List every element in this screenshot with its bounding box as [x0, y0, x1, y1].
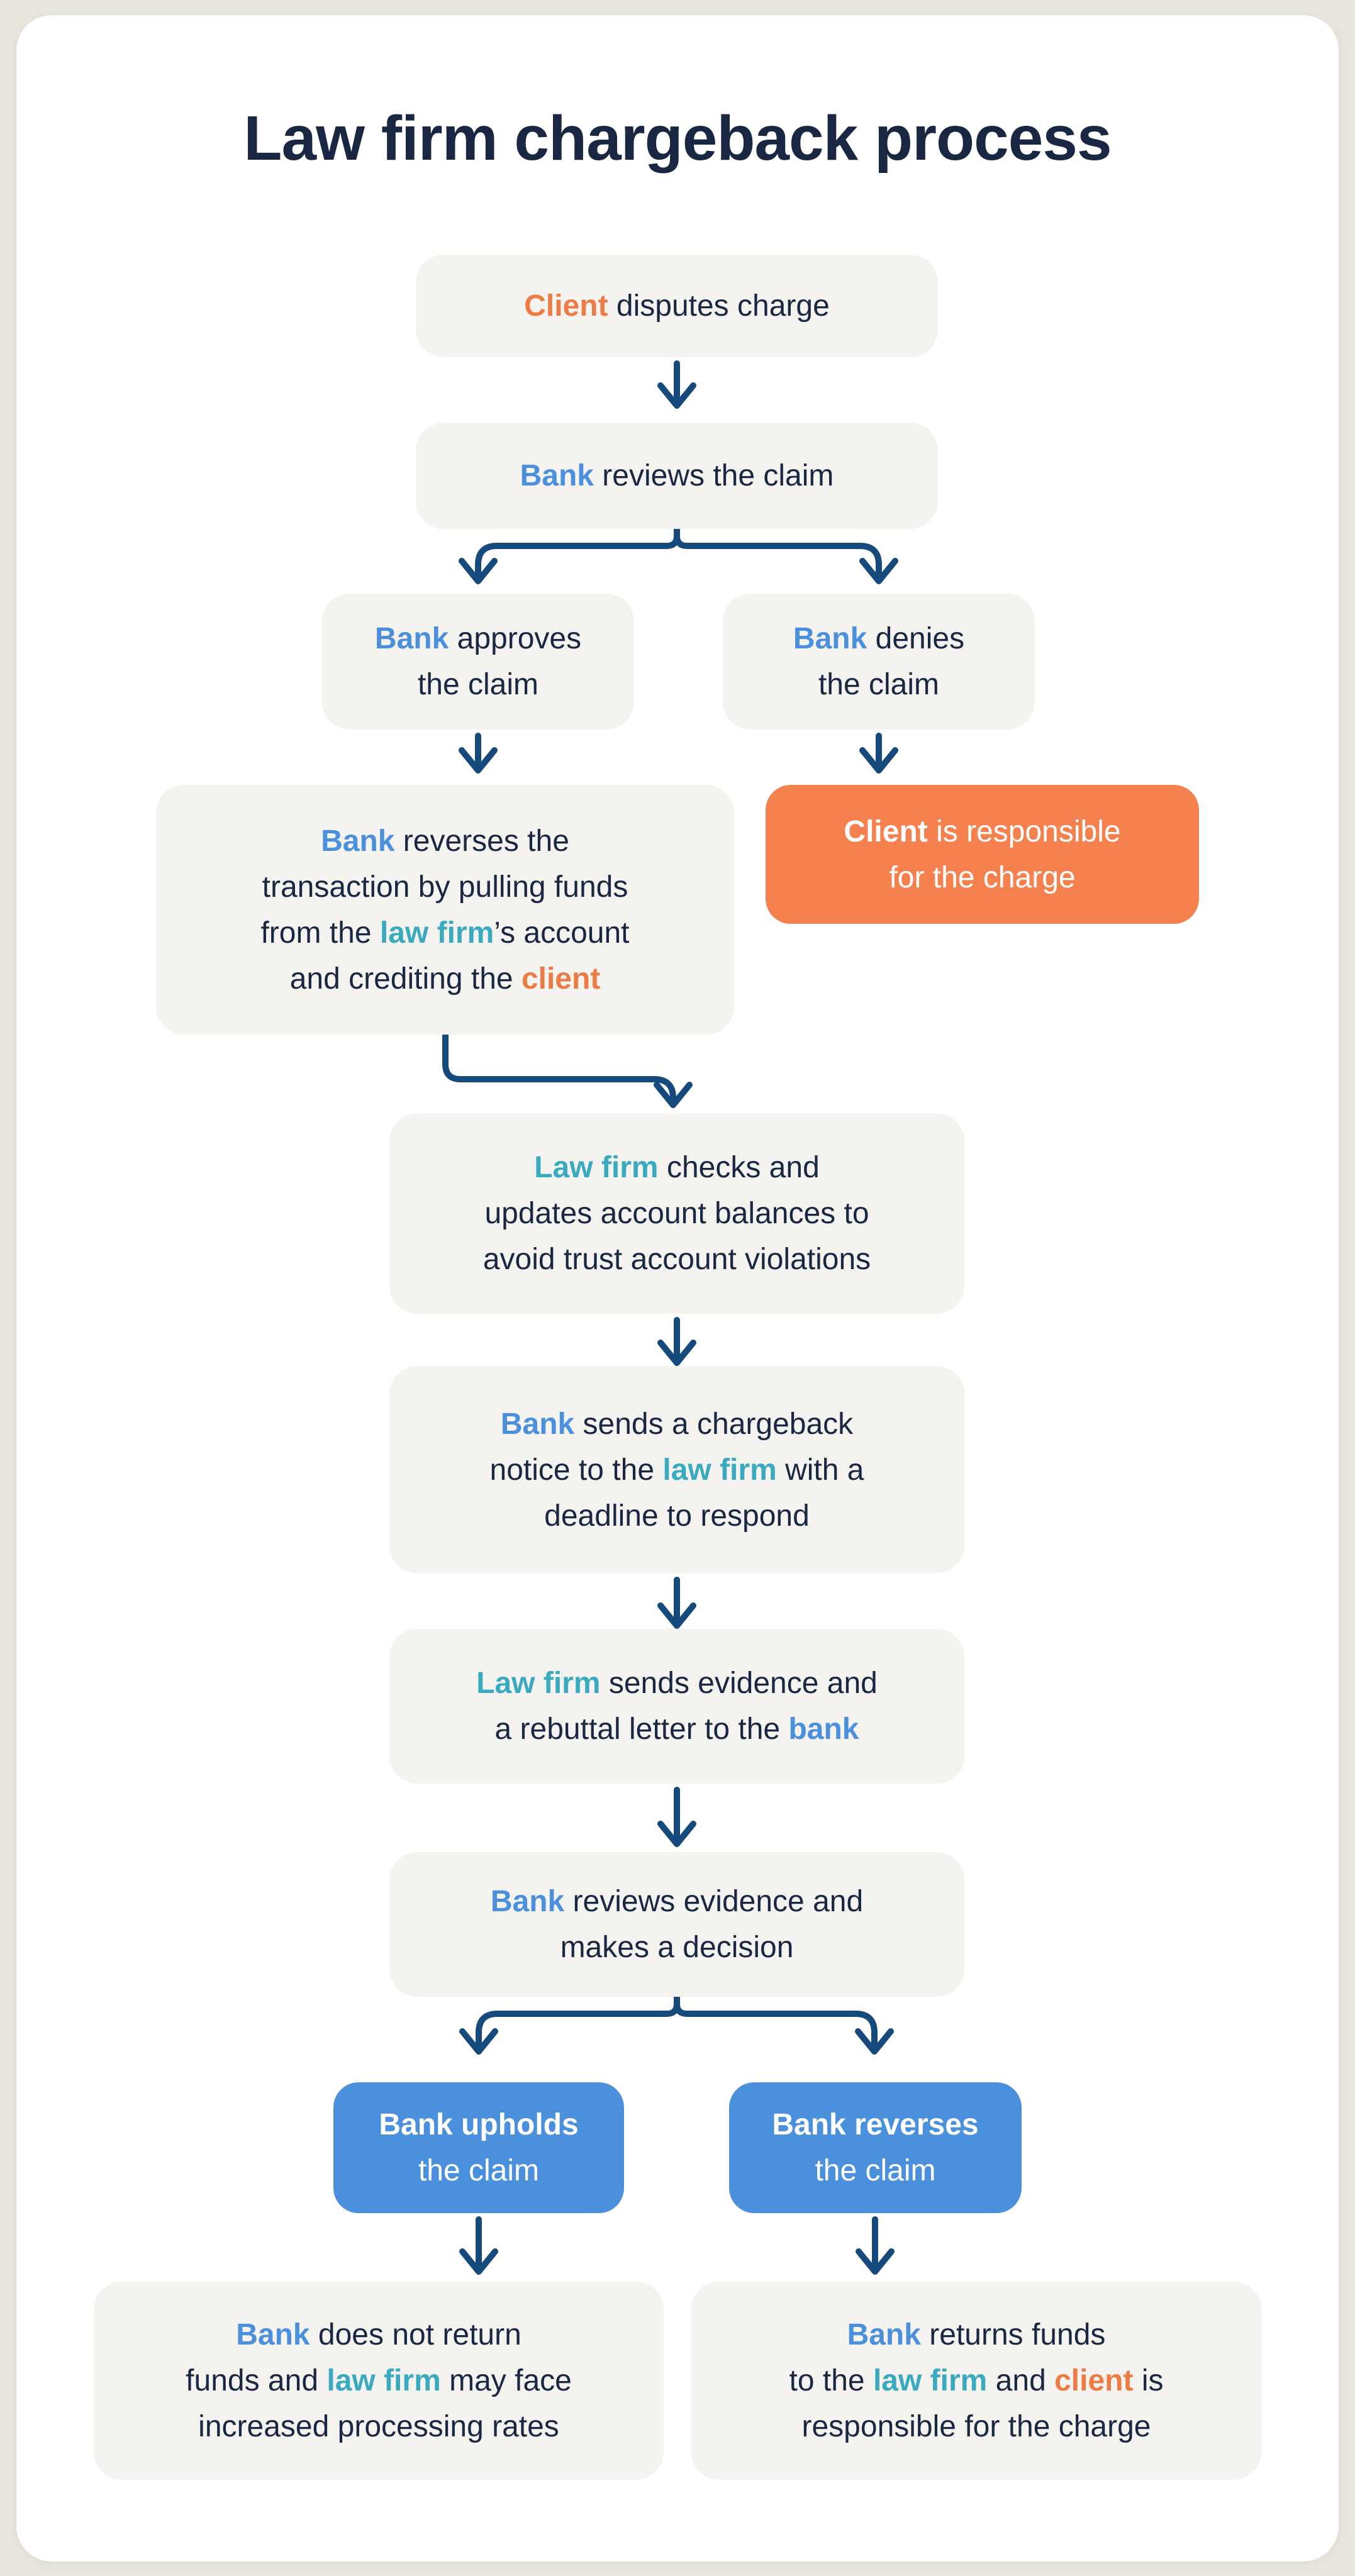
node-bank-reviews-claim: Bank reviews the claim	[416, 423, 938, 529]
node-client-disputes-charge: Client disputes charge	[416, 255, 938, 357]
page-title: Law firm chargeback process	[243, 103, 1112, 174]
